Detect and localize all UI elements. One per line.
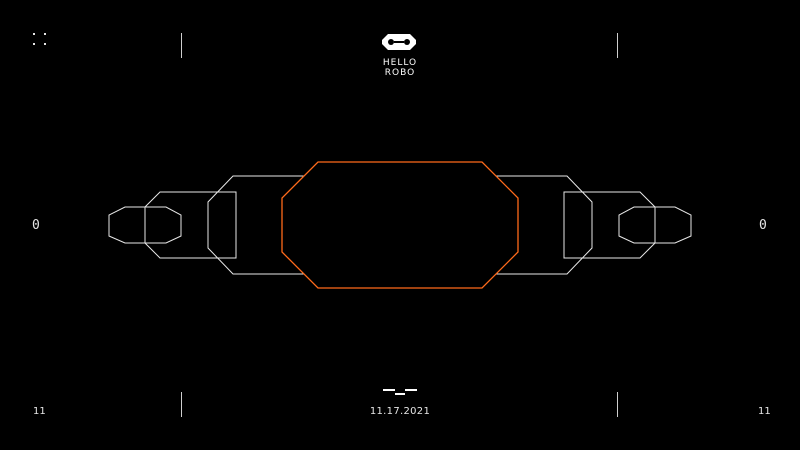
- divider-bottom-left: [181, 392, 182, 417]
- right-inner-octagon: [563, 191, 656, 259]
- step-mark-icon: [383, 389, 417, 395]
- divider-top-right: [617, 33, 618, 58]
- brand-name: HELLO ROBO: [360, 58, 440, 78]
- left-inner-octagon: [144, 191, 237, 259]
- left-outer-octagon: [108, 206, 182, 244]
- brand-line-2: ROBO: [384, 68, 416, 78]
- bottom-left-number: 11: [33, 406, 46, 417]
- four-dots-icon: [33, 33, 46, 45]
- date-label: 11.17.2021: [369, 406, 431, 417]
- brand-line-1: HELLO: [382, 58, 418, 68]
- robot-face-icon: [382, 34, 416, 50]
- center-orange-shape: [281, 161, 519, 289]
- divider-bottom-right: [617, 392, 618, 417]
- right-side-number: 0: [759, 218, 767, 233]
- right-outer-octagon: [618, 206, 692, 244]
- left-side-number: 0: [32, 218, 40, 233]
- divider-top-left: [181, 33, 182, 58]
- bottom-right-number: 11: [758, 406, 771, 417]
